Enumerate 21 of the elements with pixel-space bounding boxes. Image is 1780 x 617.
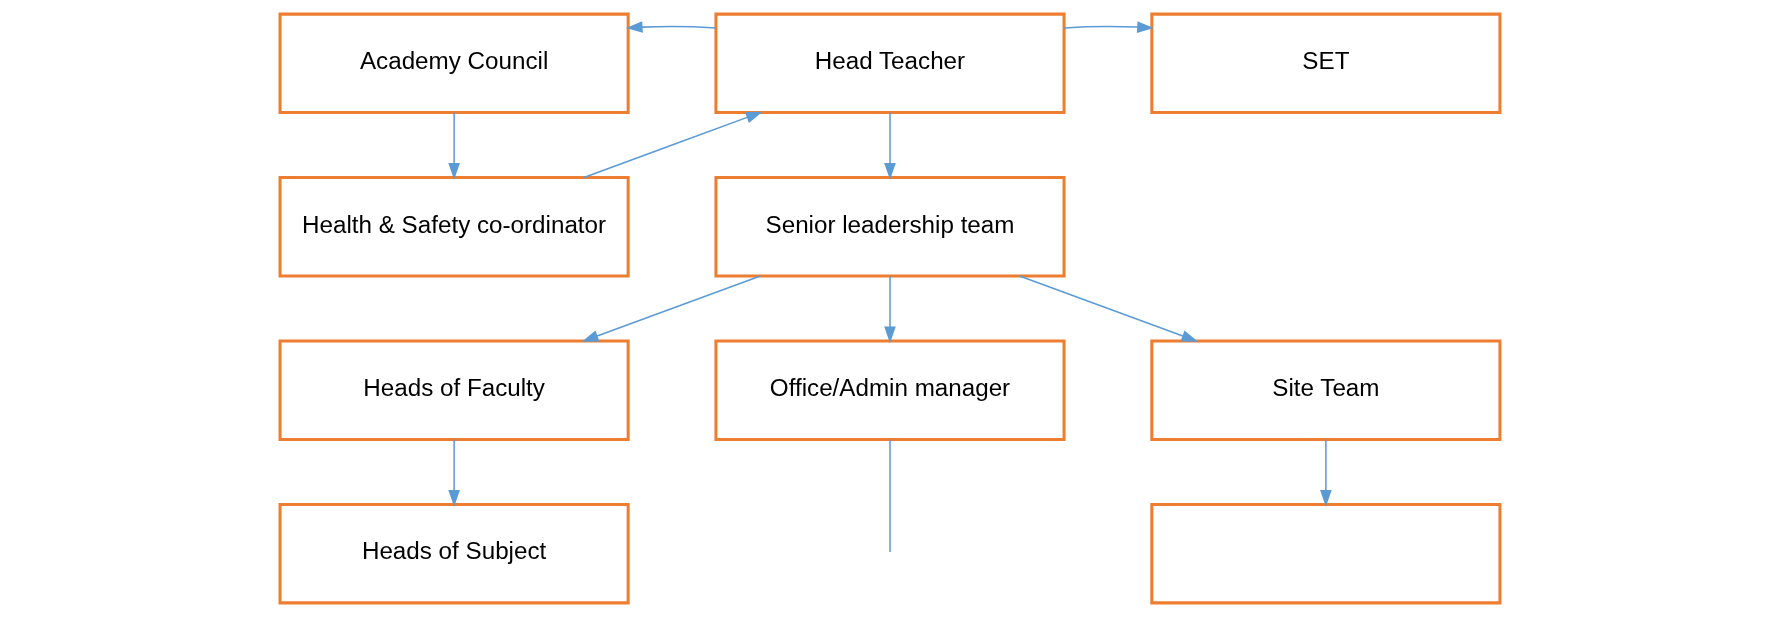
arrow <box>884 111 896 180</box>
node-box: Health & Safety co-ordinator <box>278 176 630 278</box>
arrow <box>583 111 763 179</box>
arrow <box>448 438 460 507</box>
node-box: Heads of Faculty <box>278 339 630 441</box>
arrow <box>581 275 762 342</box>
node-box: Senior leadership team <box>714 176 1066 278</box>
node-box: Head Teacher <box>714 12 1066 114</box>
arrow <box>884 275 896 344</box>
arrow <box>625 21 717 33</box>
arrow <box>1063 21 1154 33</box>
node-box <box>1150 503 1502 605</box>
node-box: SET <box>1150 12 1502 114</box>
node-box: Office/Admin manager <box>714 339 1066 441</box>
arrow <box>1018 275 1199 342</box>
node-box: Academy Council <box>278 12 630 114</box>
arrow <box>448 111 460 180</box>
arrow <box>1320 438 1332 507</box>
node-box: Site Team <box>1150 339 1502 441</box>
connector <box>889 438 891 553</box>
node-box: Heads of Subject <box>278 503 630 605</box>
